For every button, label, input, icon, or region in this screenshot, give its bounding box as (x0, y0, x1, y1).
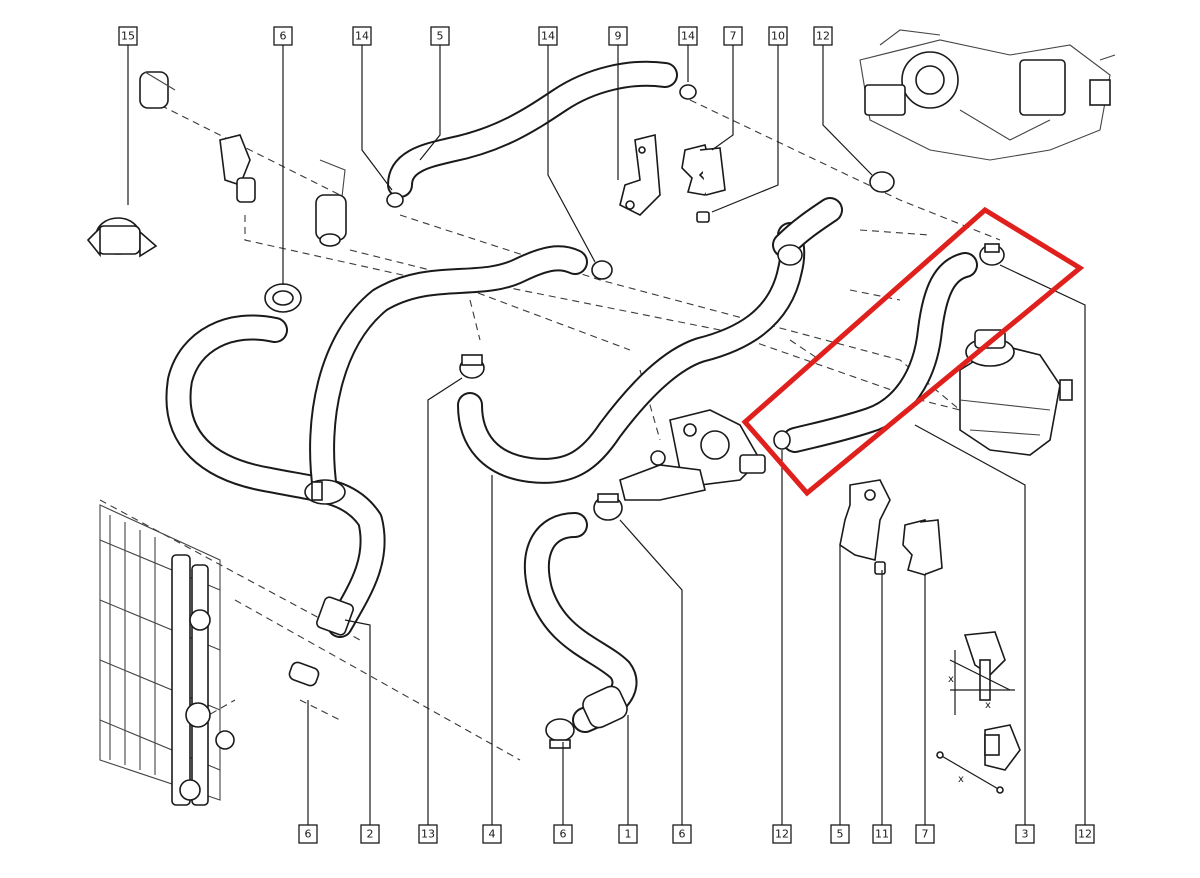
clamp-icon (459, 354, 485, 379)
callout-label: 5 (430, 26, 450, 46)
callout-label: 6 (672, 824, 692, 844)
clamp-icon (264, 283, 302, 313)
svg-text:11: 11 (875, 828, 889, 841)
callouts-top: 15 6 14 5 14 9 14 7 10 12 (118, 26, 833, 46)
callout-label: 1 (618, 824, 638, 844)
clamp-icon (593, 493, 623, 521)
clamp-icon (979, 243, 1005, 266)
svg-text:6: 6 (560, 828, 567, 841)
svg-text:14: 14 (541, 30, 555, 43)
svg-text:12: 12 (775, 828, 789, 841)
callout-label: 6 (553, 824, 573, 844)
bracket-5 (839, 479, 891, 575)
callout-label: 12 (1075, 824, 1095, 844)
clamp-icon (650, 450, 666, 466)
callout-label: 12 (813, 26, 833, 46)
svg-text:14: 14 (355, 30, 369, 43)
svg-text:6: 6 (679, 828, 686, 841)
leader-lines (127, 45, 1086, 825)
bleed-valve (219, 134, 347, 247)
svg-text:3: 3 (1022, 828, 1029, 841)
hose-1[interactable] (523, 512, 638, 733)
pipe-15 (86, 71, 176, 258)
callout-label: 2 (360, 824, 380, 844)
svg-text:6: 6 (305, 828, 312, 841)
hose-connector-6 (288, 661, 320, 687)
clip-7-top (681, 144, 726, 196)
callout-label: 11 (872, 824, 892, 844)
radiator-fins (171, 554, 235, 806)
callout-label: 3 (1015, 824, 1035, 844)
highlight-frame (741, 206, 1085, 497)
svg-text:9: 9 (615, 30, 622, 43)
callout-label: 7 (915, 824, 935, 844)
svg-text:7: 7 (922, 828, 929, 841)
expansion-reservoir (959, 329, 1073, 456)
clamp-icon (869, 171, 895, 193)
hose-13[interactable] (309, 245, 588, 503)
hose-2[interactable] (165, 314, 386, 638)
svg-text:1: 1 (625, 828, 632, 841)
hose-clamps (264, 84, 1005, 749)
callout-label: 9 (608, 26, 628, 46)
svg-text:2: 2 (367, 828, 374, 841)
callout-label: 5 (830, 824, 850, 844)
thermostat-housing (619, 409, 766, 501)
hose-stub[interactable] (772, 197, 843, 258)
dimension-mark: x (958, 774, 964, 785)
callout-label: 14 (538, 26, 558, 46)
svg-text:15: 15 (121, 30, 135, 43)
hose-3[interactable] (782, 252, 978, 453)
svg-text:14: 14 (681, 30, 695, 43)
engine-block (859, 29, 1116, 161)
clamp-icon (591, 260, 613, 280)
clamp-icon (777, 244, 803, 266)
bracket-9 (619, 133, 661, 216)
dimension-mark: x (985, 700, 991, 711)
radiator (99, 504, 235, 806)
callouts-bottom: 6 2 13 4 6 1 6 12 5 11 7 3 12 (298, 824, 1095, 844)
callout-label: 7 (723, 26, 743, 46)
callout-label: 6 (273, 26, 293, 46)
svg-text:12: 12 (1078, 828, 1092, 841)
clamp-icon (386, 192, 404, 208)
svg-text:6: 6 (280, 30, 287, 43)
svg-text:12: 12 (816, 30, 830, 43)
callout-label: 14 (678, 26, 698, 46)
sensor-detail: x x x (936, 631, 1021, 794)
hose-5[interactable] (387, 60, 678, 198)
clamp-icon (304, 479, 346, 505)
callout-label: 12 (772, 824, 792, 844)
callout-label: 10 (768, 26, 788, 46)
callout-label: 14 (352, 26, 372, 46)
clamp-icon (545, 718, 575, 749)
callout-label: 13 (418, 824, 438, 844)
clip-7-bottom (902, 519, 943, 576)
dimension-mark: x (948, 674, 954, 685)
svg-text:13: 13 (421, 828, 435, 841)
clamp-icon (679, 84, 697, 100)
svg-text:10: 10 (771, 30, 785, 43)
callout-label: 15 (118, 26, 138, 46)
svg-text:5: 5 (837, 828, 844, 841)
callout-label: 4 (482, 824, 502, 844)
svg-text:5: 5 (437, 30, 444, 43)
hose-4[interactable] (457, 222, 806, 484)
bolt-10 (696, 211, 710, 223)
clamp-icon (773, 430, 791, 450)
callout-label: 6 (298, 824, 318, 844)
svg-text:4: 4 (489, 828, 496, 841)
svg-text:7: 7 (730, 30, 737, 43)
